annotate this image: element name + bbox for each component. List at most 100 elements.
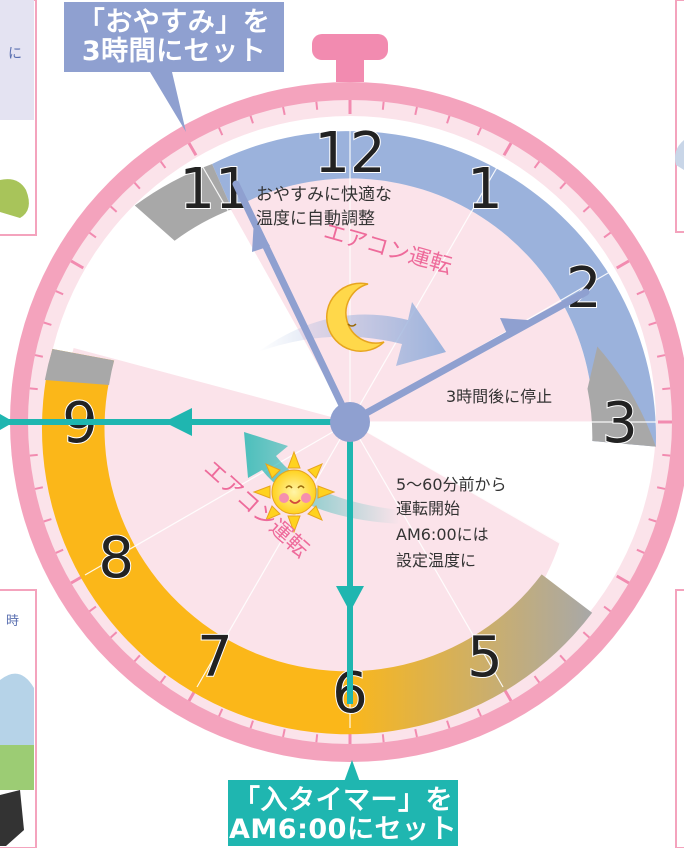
hour-guide-line — [196, 156, 351, 423]
right-panel-top — [675, 0, 684, 233]
tick-mark — [414, 728, 418, 738]
tick-mark — [110, 205, 118, 213]
dial-number-1: 1 — [467, 157, 503, 222]
dial-number-12: 12 — [314, 121, 385, 186]
svg-text:に: に — [8, 46, 22, 62]
tick-mark — [476, 127, 482, 136]
tick-mark — [249, 720, 254, 729]
sun-icon — [252, 450, 336, 534]
tick-mark — [476, 708, 482, 717]
dial-number-3: 3 — [602, 391, 638, 456]
dial-number-8: 8 — [98, 526, 134, 591]
sleep-band — [212, 131, 656, 447]
tick-mark — [133, 654, 141, 662]
tick-mark — [603, 605, 612, 613]
tick-mark — [636, 548, 645, 554]
tick-mark — [533, 160, 541, 169]
note-wake-line2: 運転開始 — [396, 499, 460, 518]
left-panel-top: に — [0, 0, 37, 236]
tick-mark — [636, 290, 645, 296]
tick-mark — [110, 631, 118, 639]
tick-mark — [218, 127, 224, 136]
hour-guide-line — [196, 421, 351, 688]
svg-text:時: 時 — [6, 614, 19, 629]
note-stop-after: 3時間後に停止 — [446, 387, 552, 406]
tick-mark — [381, 734, 385, 743]
wake-band-gray-start — [44, 348, 115, 385]
tick-mark — [315, 734, 319, 743]
timer-arrow-left — [164, 408, 192, 436]
note-wake-line1: 5〜60分前から — [396, 475, 507, 494]
tick-mark — [43, 321, 52, 326]
dial-number-2: 2 — [566, 256, 602, 321]
hour-guide-line — [84, 268, 351, 423]
hand-arrow-11 — [252, 220, 270, 252]
tick-mark — [55, 290, 64, 296]
timer-callout-line1: 「入タイマー」を — [233, 785, 453, 816]
tick-mark — [502, 142, 513, 157]
tick-mark — [615, 259, 630, 270]
hour-guide-line — [349, 156, 504, 423]
tick-mark — [29, 387, 38, 391]
tick-mark — [218, 708, 224, 717]
tick-mark — [55, 548, 64, 554]
dial-number-7: 7 — [197, 625, 233, 690]
tick-mark — [446, 720, 451, 729]
hand-arrow-2 — [500, 318, 528, 336]
sleep-band-start — [134, 163, 232, 241]
wake-band — [41, 348, 593, 735]
tick-mark — [249, 115, 254, 124]
tick-mark — [88, 605, 97, 613]
oyasumi-callout: 「おやすみ」を 3時間にセット — [64, 2, 284, 72]
tick-mark — [159, 160, 167, 169]
tick-mark — [381, 101, 385, 110]
right-panel-bottom — [675, 589, 684, 848]
tick-mark — [662, 387, 671, 391]
hour-guide-line — [84, 421, 351, 576]
tick-mark — [414, 106, 418, 116]
note-sleep-line1: おやすみに快適な — [256, 185, 392, 205]
hour-guide-line — [349, 421, 504, 688]
tick-mark — [648, 321, 657, 326]
wake-swoosh-arrow — [244, 432, 400, 524]
tick-mark — [133, 182, 141, 190]
dial-number-5: 5 — [467, 625, 503, 690]
tick-mark — [656, 486, 666, 490]
tick-mark — [34, 354, 44, 358]
timer-callout-line2: AM6:00にセット — [229, 814, 457, 845]
tick-mark — [43, 518, 52, 523]
note-wake-line4: 設定温度に — [396, 551, 476, 570]
timer-arrow-down — [336, 586, 364, 612]
clock-center-hub — [330, 402, 370, 442]
tick-mark — [29, 453, 38, 457]
tick-mark — [446, 115, 451, 124]
clock-crown — [312, 34, 388, 82]
note-wake-line3: AM6:00には — [396, 525, 489, 544]
tick-mark — [315, 101, 319, 110]
tick-marks — [28, 100, 672, 744]
tick-mark — [34, 486, 44, 490]
tick-mark — [656, 354, 666, 358]
tick-mark — [88, 231, 97, 239]
oyasumi-callout-line1: 「おやすみ」を — [77, 7, 271, 38]
tick-mark — [615, 574, 630, 585]
tick-mark — [282, 728, 286, 738]
left-panel-bottom: 時 — [0, 589, 37, 848]
timer-callout: 「入タイマー」を AM6:00にセット — [228, 780, 458, 846]
tick-mark — [282, 106, 286, 116]
hour-guide-line — [349, 421, 616, 576]
timer-arrow-edge — [0, 414, 14, 430]
tick-mark — [159, 675, 167, 684]
tick-mark — [662, 453, 671, 457]
tick-mark — [70, 259, 85, 270]
tick-mark — [559, 182, 567, 190]
oyasumi-callout-line2: 3時間にセット — [81, 36, 267, 67]
tick-mark — [603, 231, 612, 239]
tick-mark — [582, 205, 590, 213]
tick-mark — [187, 142, 198, 157]
note-sleep-line2: 温度に自動調整 — [256, 209, 375, 229]
tick-mark — [648, 518, 657, 523]
tick-mark — [582, 631, 590, 639]
tick-mark — [559, 654, 567, 662]
